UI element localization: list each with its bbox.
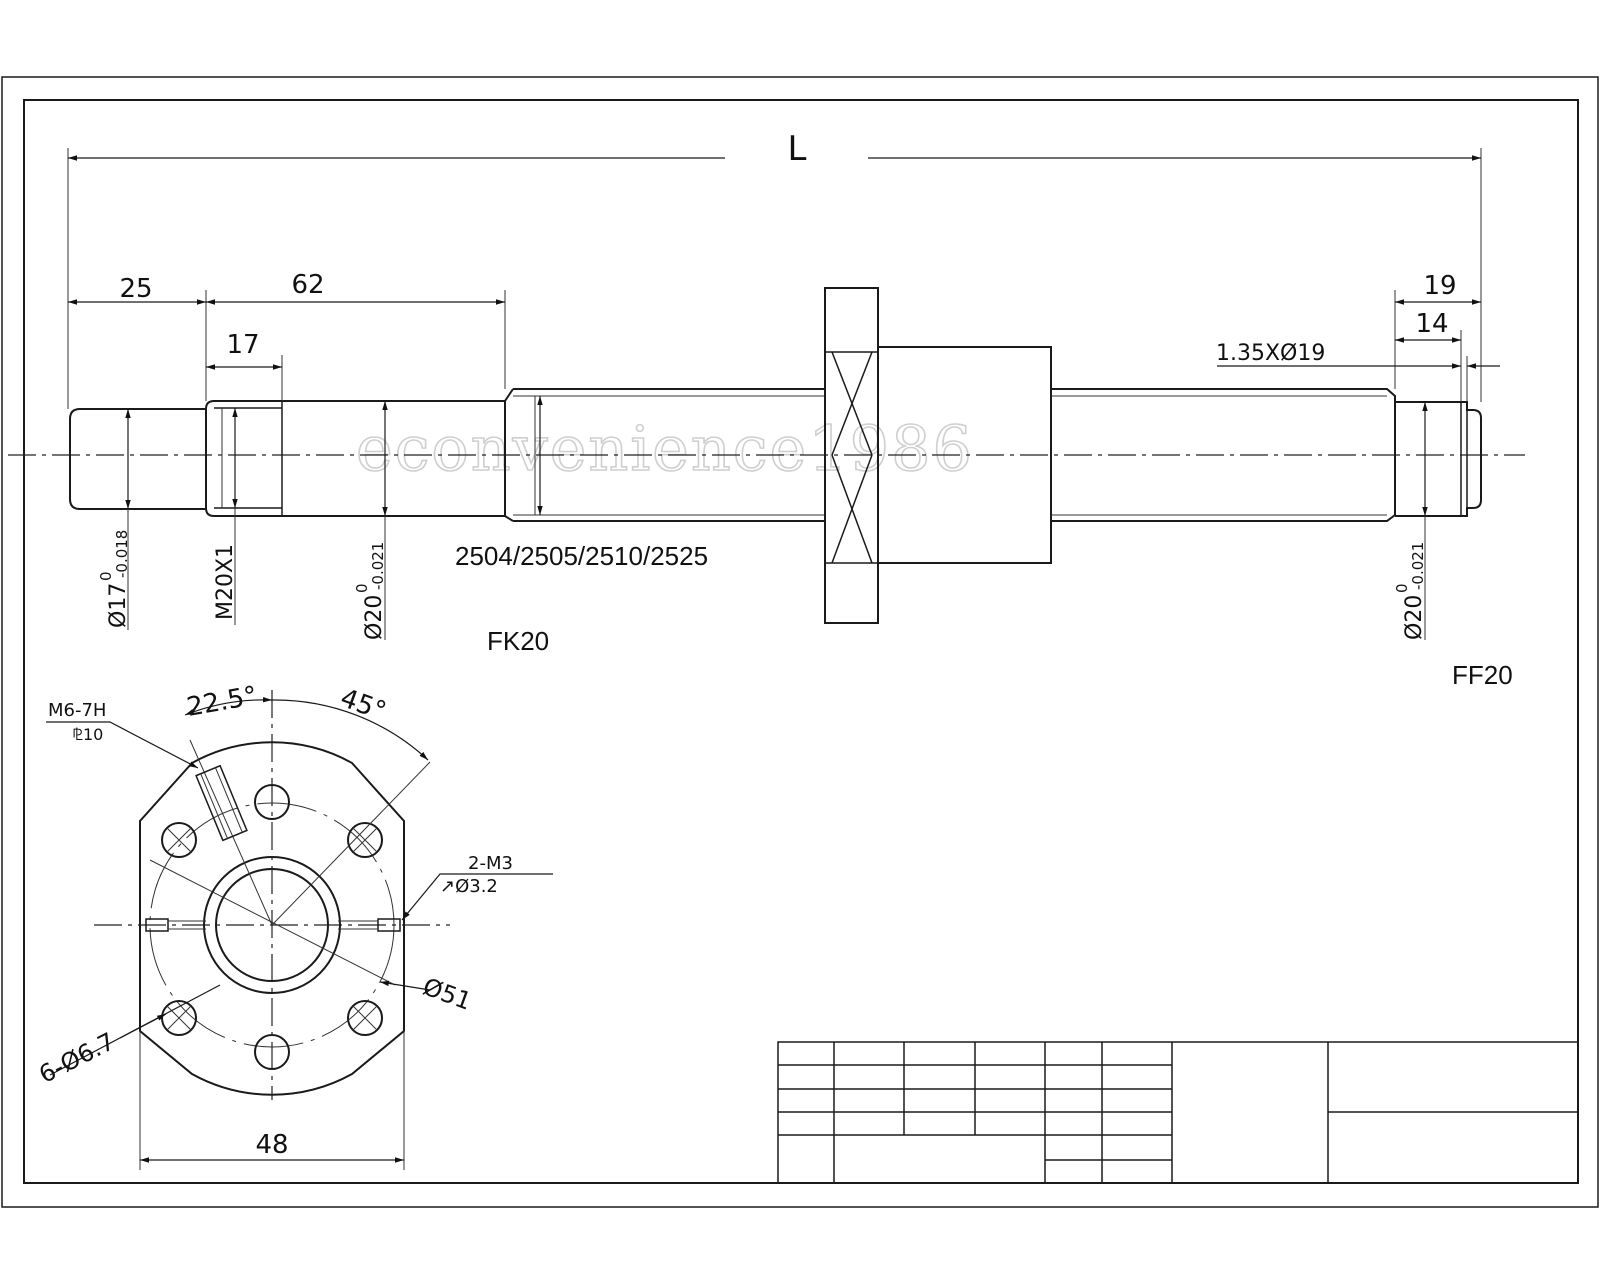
- dim-14-label: 14: [1415, 309, 1448, 339]
- dim-19-label: 19: [1423, 271, 1456, 301]
- bolt-hole: [161, 822, 197, 858]
- dim-d17-label: Ø17: [106, 583, 131, 628]
- dim-17-label: 17: [226, 330, 259, 360]
- inner-border: [23, 99, 1579, 1184]
- model-list-label: 2504/2505/2510/2525: [455, 541, 708, 571]
- screw-right: [1051, 388, 1396, 522]
- screw-label: 2-M3: [468, 853, 513, 874]
- holes-label: 6-Ø6.7: [34, 1027, 119, 1089]
- title-block: [777, 1041, 1579, 1184]
- dim-groove-label: 1.35XØ19: [1216, 341, 1325, 366]
- dim-d20-lower: -0.021: [369, 542, 387, 590]
- flange-front-view: 22.5° 45° M6-7H ⅊10 2-M3 ↗Ø3.2 Ø51 6-Ø6.…: [34, 681, 553, 1170]
- tap-hole: [195, 764, 248, 842]
- nut-body: [877, 346, 1052, 564]
- tap-label: M6-7H: [48, 700, 106, 721]
- dim-d20-upper: 0: [353, 583, 371, 593]
- dim-d20r-upper: 0: [1393, 583, 1411, 593]
- fk-label: FK20: [487, 626, 549, 656]
- shaft-dimensions: L 25 62 17 19 14 1.35XØ19: [67, 129, 1500, 640]
- screw-hole-label: ↗Ø3.2: [440, 876, 498, 897]
- dim-25-label: 25: [119, 274, 152, 304]
- dim-d20r-label: Ø20: [1402, 595, 1427, 640]
- dim-62-label: 62: [291, 270, 324, 300]
- angle-arc-22: [184, 696, 273, 716]
- angle-45-label: 45°: [336, 683, 390, 727]
- watermark: econvenience1986: [356, 412, 974, 485]
- dim-d20-label: Ø20: [362, 595, 387, 640]
- dim-length-label: L: [788, 129, 807, 169]
- bolt-hole: [347, 822, 383, 858]
- journal-right: [1395, 401, 1482, 517]
- pcd-label: Ø51: [419, 972, 475, 1015]
- dim-d20r-lower: -0.021: [1409, 542, 1427, 590]
- bolt-hole: [347, 1000, 383, 1036]
- angle-22-label: 22.5°: [184, 681, 259, 723]
- dim-thread-label: M20X1: [213, 544, 238, 620]
- side-hole-right: [377, 918, 401, 932]
- journal-d17: [69, 408, 207, 510]
- outer-border: [1, 76, 1599, 1208]
- journal-d20: [205, 400, 506, 517]
- angle-arc-45: [271, 699, 429, 761]
- dim-d17-upper: 0: [97, 571, 115, 581]
- tap-depth-label: ⅊10: [72, 725, 103, 744]
- width-label: 48: [255, 1130, 288, 1160]
- side-hole-left: [145, 918, 169, 932]
- ff-label: FF20: [1452, 660, 1513, 690]
- shaft-side-view: [8, 287, 1525, 624]
- screw-section: [504, 388, 825, 522]
- dim-d17-lower: -0.018: [113, 530, 131, 578]
